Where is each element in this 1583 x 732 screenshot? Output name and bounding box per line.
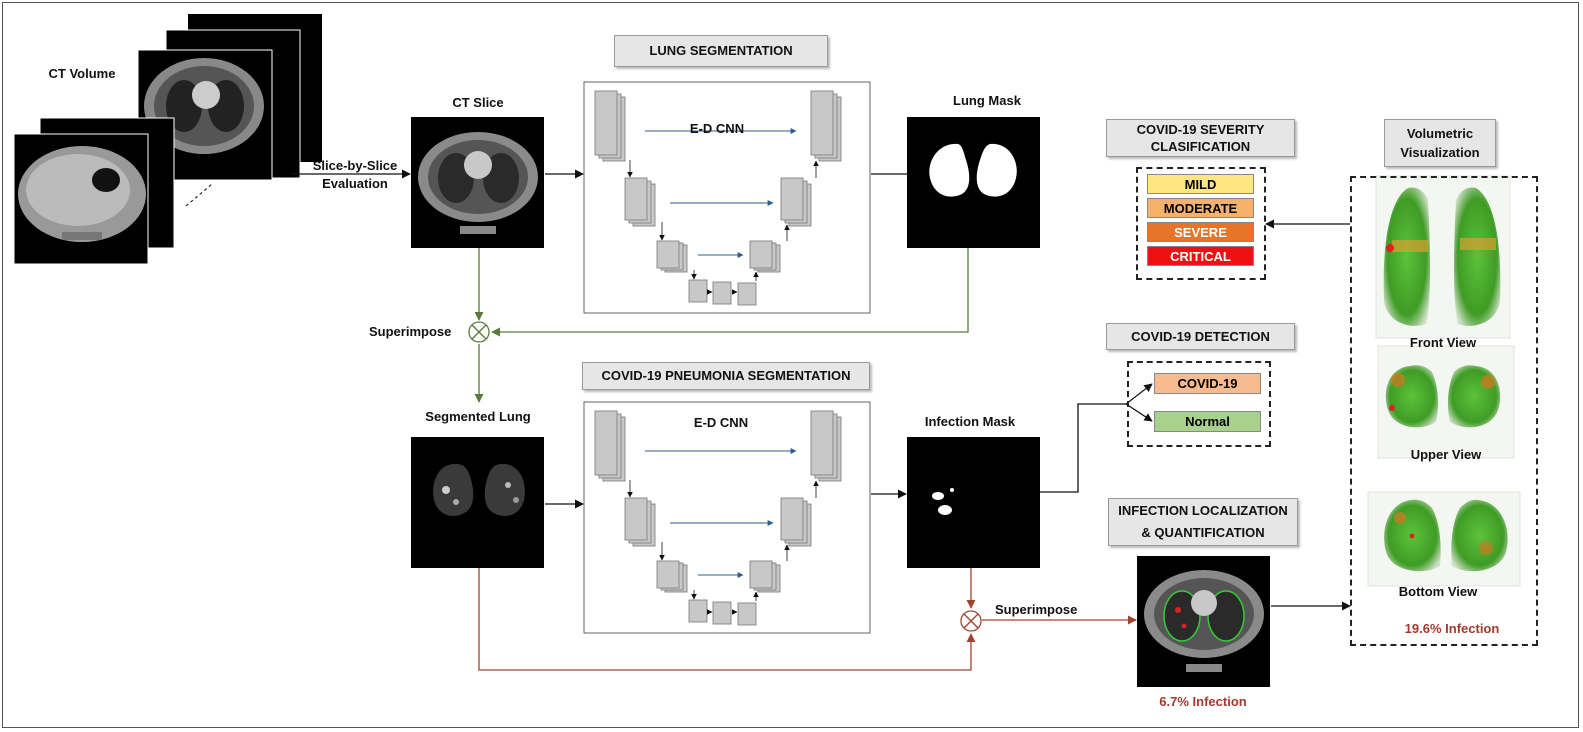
superimpose-top-label: Superimpose	[369, 324, 452, 339]
lung-seg-cnn-blocks	[594, 90, 842, 306]
severity-critical: CRITICAL	[1147, 246, 1254, 266]
bottom-view-render	[1367, 491, 1521, 587]
superimpose-bottom-symbol	[960, 610, 982, 632]
upper-view-label: Upper View	[1410, 447, 1482, 462]
lung-mask-image	[907, 117, 1040, 248]
lung-seg-cnn-connections	[627, 128, 819, 295]
front-view-render	[1375, 175, 1511, 339]
severity-classification-title: COVID-19 SEVERITY CLASIFICATION	[1106, 119, 1295, 157]
volumetric-visualization-title: Volumetric Visualization	[1384, 119, 1496, 167]
severity-severe: SEVERE	[1147, 222, 1254, 242]
ct-slice-label: CT Slice	[452, 95, 504, 110]
volumetric-views-box	[1350, 176, 1538, 646]
ct-volume-label: CT Volume	[48, 66, 116, 81]
segmented-lung-label: Segmented Lung	[425, 409, 531, 424]
lung-mask-label: Lung Mask	[953, 93, 1021, 108]
ed-cnn-bottom-label: E-D CNN	[693, 415, 749, 430]
detection-covid19: COVID-19	[1154, 373, 1261, 394]
pneumonia-seg-cnn-connections	[627, 448, 819, 615]
ct-volume-stack	[13, 14, 322, 265]
ct-slice-image	[411, 117, 544, 248]
front-view-label: Front View	[1409, 335, 1477, 350]
line-mask-to-detection	[1040, 403, 1126, 493]
detection-title: COVID-19 DETECTION	[1106, 323, 1295, 350]
superimpose-top-symbol	[468, 321, 490, 343]
infection-mask-image	[907, 437, 1040, 568]
superimpose-top-paths	[474, 248, 969, 403]
upper-view-render	[1377, 345, 1515, 459]
infection-slice-percent: 6.7% Infection	[1159, 694, 1247, 709]
slice-eval-label: Slice-by-Slice Evaluation	[312, 158, 398, 191]
superimpose-bottom-label: Superimpose	[995, 602, 1078, 617]
severity-mild: MILD	[1147, 174, 1254, 194]
pneumonia-seg-cnn-blocks	[594, 410, 842, 626]
pneumonia-segmentation-title: COVID-19 PNEUMONIA SEGMENTATION	[582, 362, 870, 390]
severity-moderate: MODERATE	[1147, 198, 1254, 218]
detection-classes-box	[1127, 361, 1271, 447]
severity-levels-box	[1136, 167, 1266, 280]
infection-volume-percent: 19.6% Infection	[1404, 621, 1500, 636]
superimpose-bottom-paths	[478, 568, 1137, 671]
ed-cnn-top-label: E-D CNN	[689, 121, 745, 136]
localization-quantification-title: INFECTION LOCALIZATION & QUANTIFICATION	[1108, 498, 1298, 546]
detection-normal: Normal	[1154, 411, 1261, 432]
localization-slice-image	[1137, 556, 1270, 687]
segmented-lung-image	[411, 437, 544, 568]
lung-segmentation-title: LUNG SEGMENTATION	[614, 35, 828, 67]
bottom-view-label: Bottom View	[1398, 584, 1478, 599]
infection-mask-label: Infection Mask	[924, 414, 1016, 429]
